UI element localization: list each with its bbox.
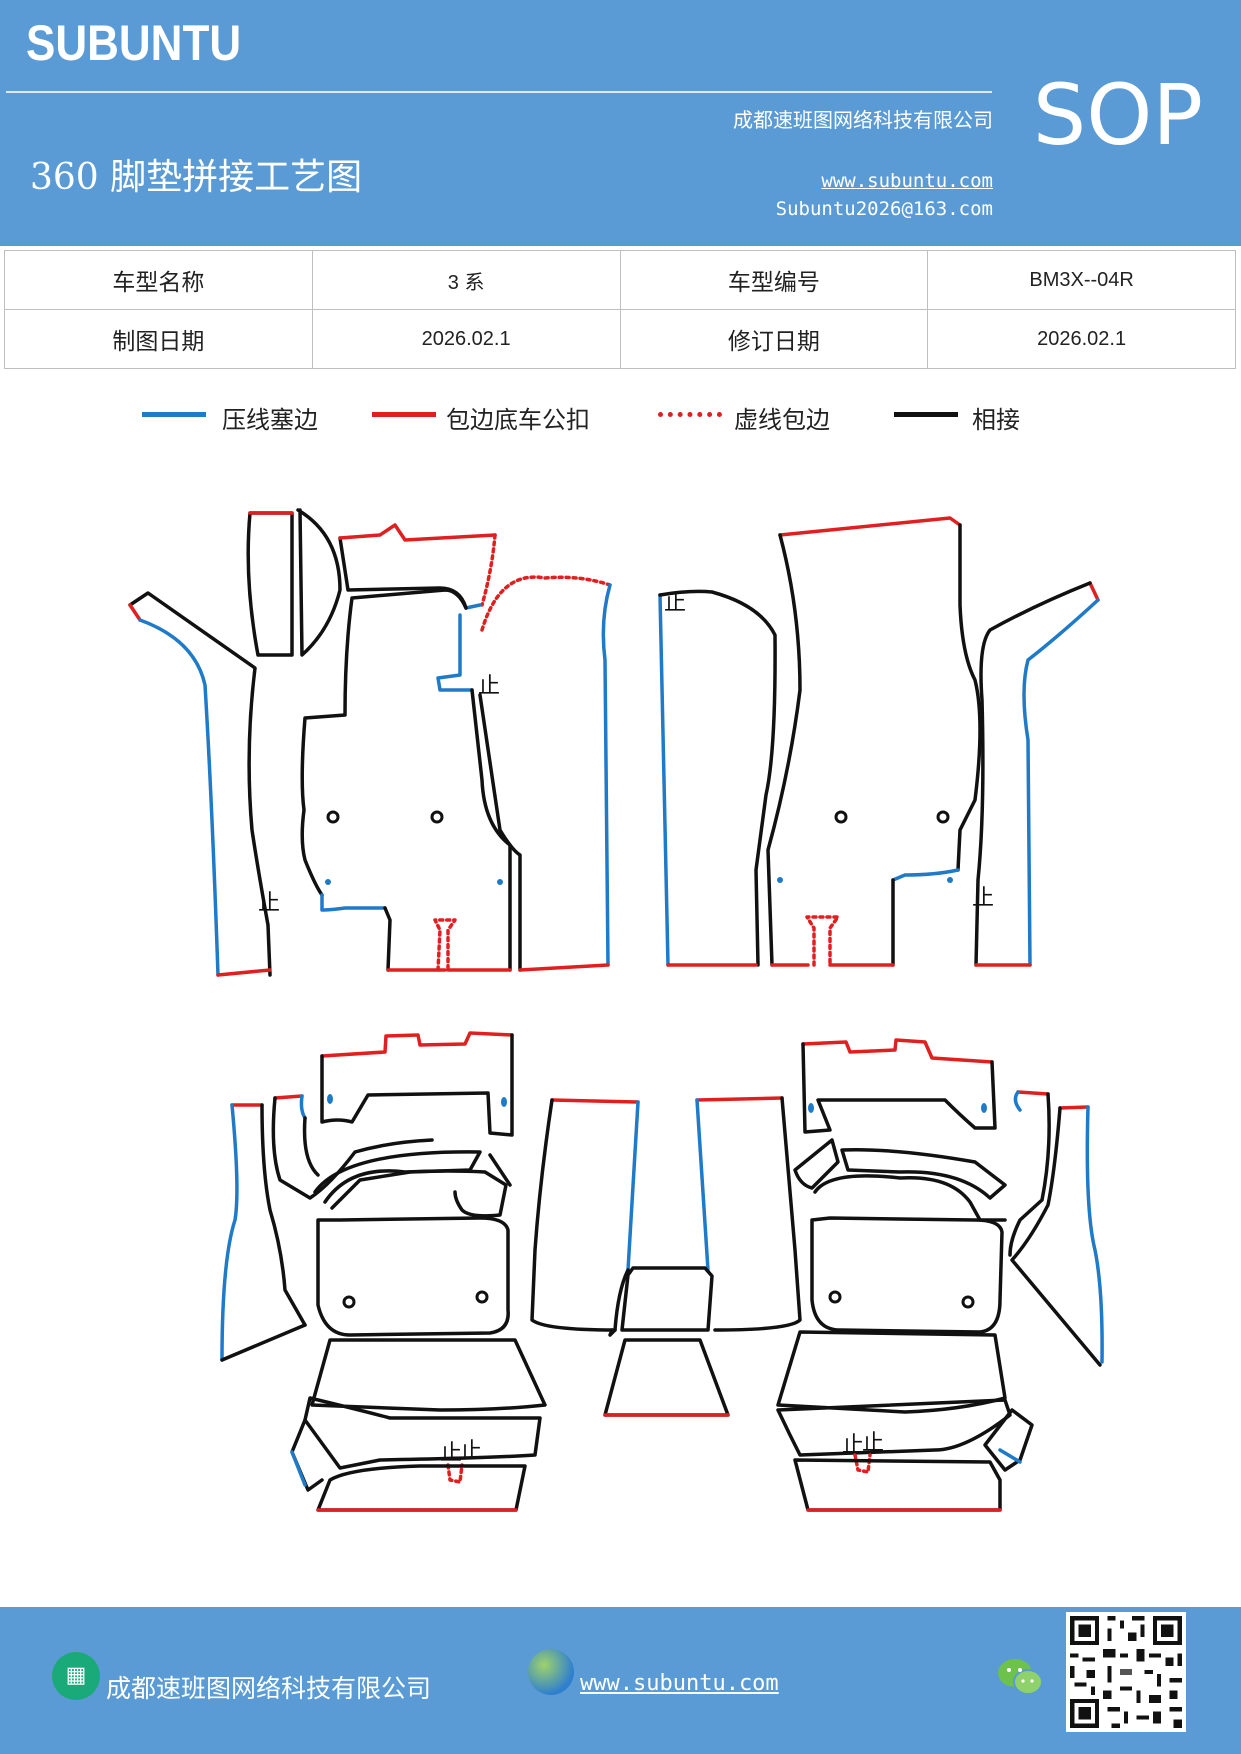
model-code-label: 车型编号	[619, 250, 929, 310]
qr-code	[1066, 1612, 1186, 1732]
stop-mark: 止	[664, 591, 686, 616]
mat-piece-front-driver: 止	[300, 523, 512, 972]
building-icon: ▦	[52, 1652, 100, 1700]
header-website-link[interactable]: www.subuntu.com	[821, 170, 993, 192]
mat-piece-front-left-side: 止	[128, 591, 280, 977]
wechat-icon	[998, 1659, 1043, 1695]
stop-mark: 止	[972, 886, 994, 911]
mat-piece-front-passenger	[766, 516, 982, 967]
header-banner: SUBUNTU 成都速班图网络科技有限公司 360 脚垫拼接工艺图 www.su…	[0, 0, 1241, 246]
mat-piece-front-tunnel-left	[478, 575, 612, 972]
revise-date-value: 2026.02.1	[927, 309, 1236, 369]
brand-logo: SUBUNTU	[26, 15, 242, 71]
sop-badge: SOP	[1032, 66, 1203, 164]
legend-swatch-dotted	[658, 412, 722, 417]
model-name-label: 车型名称	[4, 250, 313, 310]
table-row: 制图日期 2026.02.1 修订日期 2026.02.1	[4, 309, 1236, 369]
footer-banner: ▦ 成都速班图网络科技有限公司 www.subuntu.com	[0, 1607, 1241, 1754]
mat-piece-rear-tunnel	[530, 1096, 802, 1417]
floor-mat-diagram: 止 止 止	[128, 508, 1104, 1512]
model-code-value: BM3X--04R	[927, 250, 1236, 310]
stop-mark: 止	[842, 1433, 864, 1458]
globe-icon	[528, 1649, 574, 1695]
footer-website-link[interactable]: www.subuntu.com	[580, 1671, 779, 1696]
stop-mark: 止	[460, 1439, 482, 1464]
vehicle-info-table: 车型名称 3 系 车型编号 BM3X--04R 制图日期 2026.02.1 修…	[4, 250, 1236, 369]
mat-piece-rear-right-backrest	[793, 1038, 1007, 1222]
mat-piece-front-tunnel-right: 止	[658, 589, 777, 967]
mat-piece-rear-left-backrest	[313, 1031, 514, 1218]
revise-date-label: 修订日期	[619, 309, 929, 369]
table-row: 车型名称 3 系 车型编号 BM3X--04R	[4, 250, 1236, 310]
mat-piece-rear-right-side	[1008, 1090, 1104, 1367]
header-email: Subuntu2026@163.com	[775, 198, 993, 220]
legend-label: 虚线包边	[734, 406, 830, 434]
legend-swatch-join	[894, 412, 958, 417]
footer-company: 成都速班图网络科技有限公司	[106, 1674, 432, 1703]
model-name-value: 3 系	[311, 250, 621, 310]
document-title: 360 脚垫拼接工艺图	[30, 157, 363, 198]
line-legend: 压线塞边 包边底车公扣 虚线包边 相接	[0, 398, 1241, 438]
header-divider	[6, 91, 992, 93]
legend-swatch-press	[142, 412, 206, 417]
legend-label: 压线塞边	[222, 406, 318, 434]
stop-mark: 止	[440, 1441, 462, 1466]
stop-mark: 止	[862, 1431, 884, 1456]
legend-label: 相接	[972, 406, 1020, 434]
stop-mark: 止	[478, 674, 500, 699]
mat-piece-rear-right-seat: 止 止	[776, 1216, 1034, 1512]
draw-date-value: 2026.02.1	[311, 309, 621, 369]
stop-mark: 止	[258, 891, 280, 916]
header-company: 成都速班图网络科技有限公司	[733, 108, 993, 132]
mat-piece-rear-left-seat: 止 止	[290, 1216, 547, 1512]
mat-piece-pillar-strip	[246, 508, 342, 657]
legend-swatch-edge	[372, 412, 436, 417]
legend-label: 包边底车公扣	[446, 406, 590, 434]
mat-piece-front-right-side: 止	[972, 581, 1100, 967]
mat-piece-rear-left-side	[220, 1094, 434, 1362]
draw-date-label: 制图日期	[4, 309, 313, 369]
